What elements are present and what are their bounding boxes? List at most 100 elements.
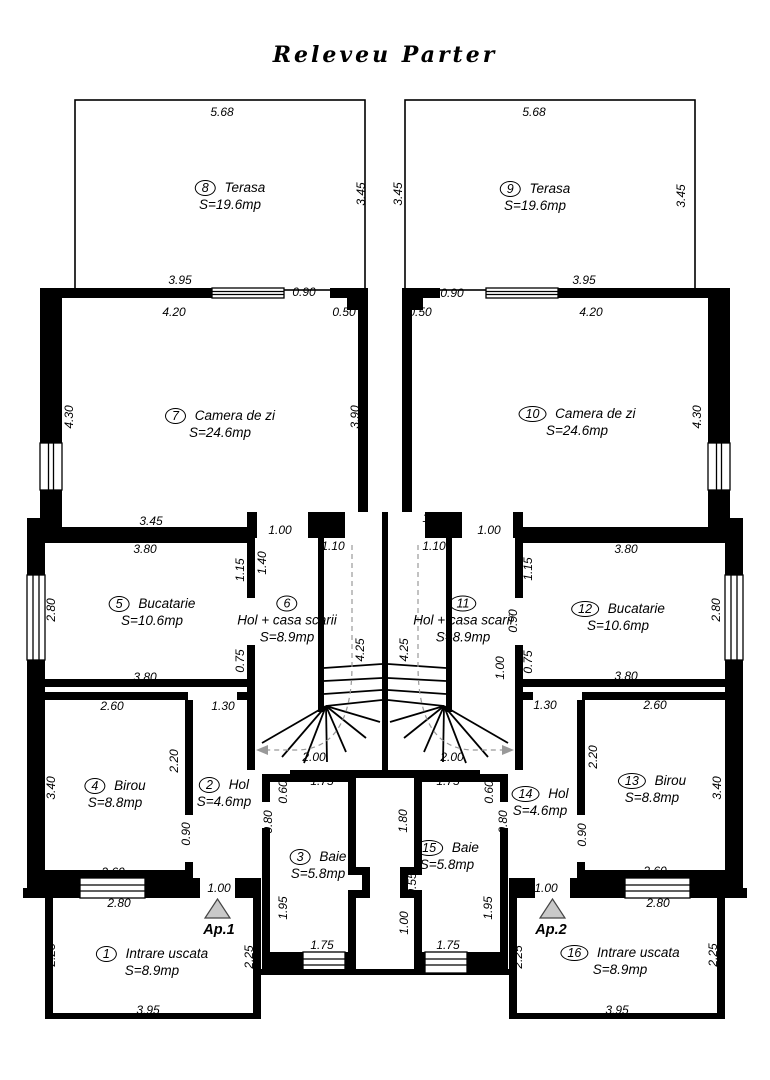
dimension-label: 3.45 [354, 182, 368, 206]
room-number-badge: 5 [108, 596, 130, 612]
room-number-badge: 10 [518, 406, 547, 422]
dimension-label: 0.90 [179, 822, 193, 846]
dimension-label: 1.15 [233, 558, 247, 582]
dimension-label: 0.60 [482, 780, 496, 804]
dimension-label: 1.40 [255, 551, 269, 575]
dimension-label: 3.80 [133, 542, 157, 556]
room-name: Intrare uscata [121, 946, 209, 961]
dimension-label: 2.60 [100, 699, 124, 713]
room-name: Camera de zi [551, 406, 636, 421]
dimension-label: 1.75 [436, 774, 460, 788]
dimension-label: 1.10 [321, 511, 345, 525]
dimension-label: 1.75 [436, 938, 460, 952]
dimension-label: 3.90 [401, 406, 415, 430]
page-title: Releveu Parter [272, 42, 498, 68]
room-number-badge: 11 [449, 595, 477, 612]
room-name: Terasa [220, 180, 266, 195]
dimension-label: 4.30 [62, 405, 76, 429]
room-number-badge: 6 [276, 595, 298, 612]
dimension-label: 4.20 [162, 305, 186, 319]
dimension-label: 5.68 [522, 105, 546, 119]
room-area: S=24.6mp [189, 425, 251, 440]
dimension-label: 1.00 [477, 523, 501, 537]
dimension-label: 4.25 [397, 638, 411, 662]
dimension-label: 1.95 [276, 896, 290, 920]
room-name: Hol + casa scarii [237, 612, 337, 628]
room-number-badge: 7 [165, 408, 186, 424]
windows-layer [26, 287, 346, 974]
stair-walkline [256, 545, 353, 755]
dimension-label: 1.80 [396, 809, 410, 833]
room-name: Bucatarie [604, 601, 665, 616]
dimension-label: 3.95 [136, 1003, 160, 1017]
dimension-label: 2.20 [586, 745, 600, 769]
room-name: Hol + casa scarii [413, 612, 513, 628]
dimension-label: 0.55 [405, 872, 419, 896]
dimension-label: 2.20 [167, 749, 181, 773]
dimension-label: 0.75 [233, 649, 247, 673]
room-name: Camera de zi [190, 408, 275, 423]
dimension-label: 3.95 [605, 1003, 629, 1017]
dimension-label: 3.45 [674, 184, 688, 208]
room-number-badge: 1 [95, 946, 117, 962]
dimension-label: 1.00 [493, 656, 507, 680]
dimension-label: 0.90 [575, 823, 589, 847]
room-area: S=5.8mp [419, 857, 475, 872]
room-number-badge: 13 [617, 773, 646, 789]
dimension-label: 2.25 [706, 943, 720, 967]
room-name: Intrare uscata [593, 945, 680, 960]
dimension-label: 2.25 [242, 945, 256, 969]
room-number-badge: 4 [84, 778, 106, 794]
dimension-label: 4.30 [690, 405, 704, 429]
dimension-label: 0.60 [276, 780, 290, 804]
dimension-label: 0.50 [332, 305, 356, 319]
dimension-label: 2.60 [643, 698, 667, 712]
dimension-label: 3.40 [44, 776, 58, 800]
dimension-label: 1.00 [207, 881, 231, 895]
dimension-label: 2.25 [511, 945, 525, 969]
room-name: Hol [224, 777, 249, 792]
room-area: S=8.9mp [259, 629, 315, 645]
dimension-label: 0.50 [408, 305, 432, 319]
dimension-label: 1.10 [422, 539, 446, 553]
dimension-label: 0.90 [440, 286, 464, 300]
room-name: Baie [315, 849, 347, 864]
dimension-label: 2.80 [709, 598, 723, 622]
dimension-label: 2.25 [44, 943, 58, 967]
room-area: S=8.9mp [435, 629, 491, 645]
entrance-triangle [203, 897, 232, 919]
room-area: S=5.8mp [290, 866, 346, 881]
dimension-label: 3.45 [391, 182, 405, 206]
entrance-label-1: Ap.1 [203, 922, 235, 938]
dimension-label: 3.95 [572, 273, 596, 287]
room-number-badge: 12 [571, 601, 600, 617]
room-number-badge: 14 [511, 786, 540, 802]
dimension-label: 3.80 [133, 670, 157, 684]
room-number-badge: 16 [560, 945, 589, 961]
room-name: Hol [544, 786, 569, 801]
room-number-badge: 8 [194, 180, 216, 196]
room-area: S=10.6mp [121, 613, 183, 628]
dimension-label: 2.80 [646, 896, 670, 910]
dimension-label: 4.20 [579, 305, 603, 319]
dimension-label: 0.80 [261, 810, 275, 834]
dimension-label: 2.00 [440, 750, 464, 764]
room-area: S=8.9mp [124, 963, 180, 978]
room-area: S=10.6mp [587, 618, 649, 633]
dimension-label: 2.60 [101, 865, 125, 879]
room-area: S=8.9mp [592, 962, 648, 977]
dimension-label: 3.90 [348, 405, 362, 429]
dimension-label: 1.15 [521, 557, 535, 581]
